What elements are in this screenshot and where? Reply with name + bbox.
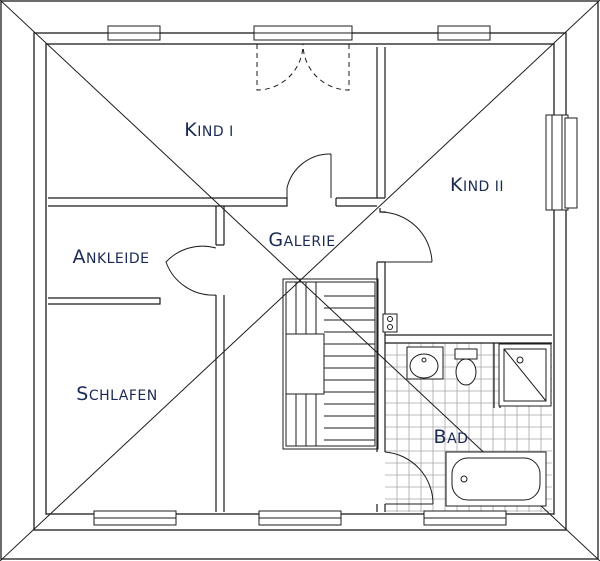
windows <box>93 25 578 526</box>
room-label-kind-1: KIND I <box>184 119 233 141</box>
door-swings <box>165 153 434 505</box>
room-labels: KIND I KIND II GALERIE ANKLEIDE SCHLAFEN… <box>72 119 504 448</box>
bathroom-fixtures <box>382 313 552 507</box>
french-door <box>256 43 350 91</box>
room-label-schlafen: SCHLAFEN <box>76 383 157 405</box>
room-label-ankleide: ANKLEIDE <box>72 246 149 268</box>
room-label-bad: BAD <box>434 426 469 448</box>
staircase <box>282 278 379 450</box>
room-label-kind-2: KIND II <box>450 174 504 196</box>
room-label-galerie: GALERIE <box>268 229 335 251</box>
